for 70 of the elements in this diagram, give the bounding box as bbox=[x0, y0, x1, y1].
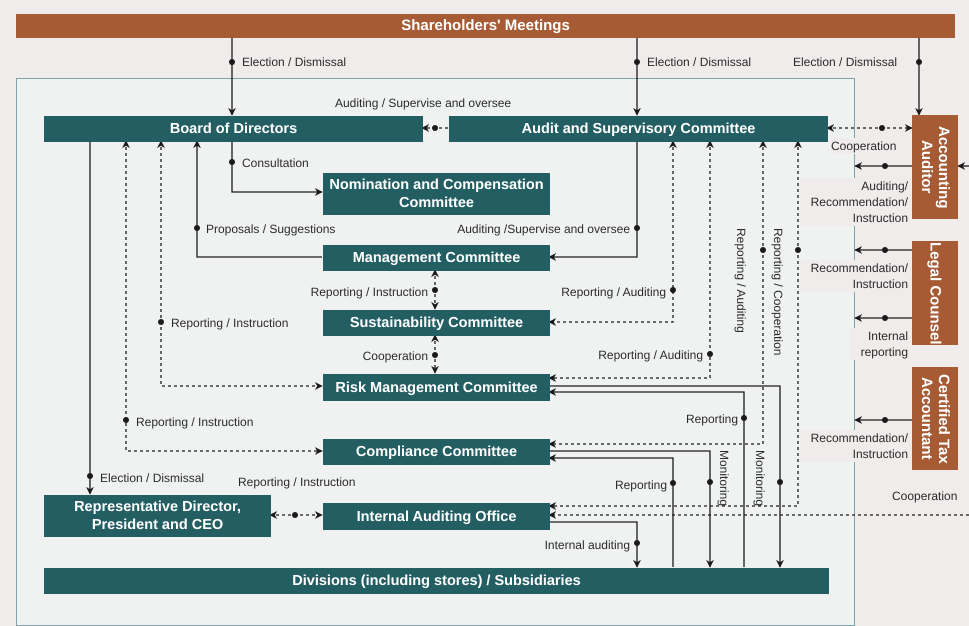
edge-label: Recommendation/ Instruction bbox=[800, 430, 908, 462]
connector bbox=[854, 314, 912, 322]
edge-label: Reporting / Cooperation bbox=[770, 228, 786, 356]
edge-label: Cooperation bbox=[892, 488, 958, 504]
connector bbox=[549, 450, 714, 568]
connector bbox=[157, 140, 323, 390]
connector bbox=[548, 140, 677, 326]
edge-label: Reporting / Auditing bbox=[597, 347, 703, 363]
org-box: Compliance Committee bbox=[323, 439, 550, 465]
org-box: Nomination and Compensation Committee bbox=[323, 173, 550, 215]
edge-label: Reporting / Instruction bbox=[310, 284, 428, 300]
connector bbox=[193, 140, 322, 258]
connector bbox=[915, 38, 923, 116]
org-box: Risk Management Committee bbox=[323, 374, 550, 401]
org-box: Audit and Supervisory Committee bbox=[449, 116, 828, 142]
connector bbox=[122, 140, 323, 455]
edge-label: Election / Dismissal bbox=[647, 54, 752, 70]
edge-label: Auditing /Supervise and oversee bbox=[456, 221, 630, 237]
connector bbox=[431, 334, 439, 374]
connector bbox=[231, 141, 323, 196]
side-box: Legal Counsel bbox=[912, 241, 958, 345]
connector bbox=[854, 416, 912, 424]
edge-label: Cooperation bbox=[362, 348, 428, 364]
edge-label: Election / Dismissal bbox=[793, 54, 898, 70]
edge-label: Reporting bbox=[614, 477, 667, 493]
edge-label: Auditing / Supervise and oversee bbox=[335, 95, 512, 111]
connector bbox=[549, 521, 641, 568]
edge-label: Election / Dismissal bbox=[242, 54, 348, 70]
edge-label: Auditing/ Recommendation/ Instruction bbox=[800, 178, 908, 226]
side-box: Accounting Auditor bbox=[912, 115, 958, 219]
edge-label: Reporting / Auditing bbox=[560, 284, 666, 300]
connector bbox=[548, 388, 745, 567]
org-box: Representative Director, President and CEO bbox=[44, 495, 271, 537]
edge-label: Reporting / Instruction bbox=[171, 315, 290, 331]
edge-label: Internal reporting bbox=[850, 328, 908, 360]
edge-label: Proposals / Suggestions bbox=[206, 221, 336, 237]
connector bbox=[854, 246, 912, 254]
connector bbox=[228, 38, 236, 116]
org-box: Sustainability Committee bbox=[323, 310, 550, 336]
org-box: Divisions (including stores) / Subsidiaries bbox=[44, 568, 829, 594]
edge-label: Reporting / Instruction bbox=[136, 414, 254, 430]
connector bbox=[548, 141, 638, 261]
edge-label: Recommendation/ Instruction bbox=[800, 260, 908, 292]
org-box: Internal Auditing Office bbox=[323, 503, 550, 530]
connector bbox=[86, 141, 94, 495]
side-box: Certified Tax Accountant bbox=[912, 367, 958, 470]
edge-label: Reporting / Auditing bbox=[733, 228, 749, 333]
edge-label: Reporting bbox=[684, 411, 738, 427]
edge-label: Election / Dismissal bbox=[100, 470, 206, 486]
connector bbox=[549, 385, 784, 568]
connector bbox=[548, 140, 767, 448]
connector bbox=[548, 454, 674, 567]
connector bbox=[421, 124, 448, 132]
connector bbox=[854, 162, 912, 170]
edge-label: Monitoring bbox=[752, 450, 768, 506]
edge-label: Monitoring bbox=[716, 450, 732, 506]
connector bbox=[269, 511, 323, 519]
connector bbox=[633, 38, 641, 116]
header-bar: Shareholders' Meetings bbox=[16, 14, 955, 38]
connector bbox=[548, 140, 802, 510]
connector bbox=[548, 140, 714, 382]
edge-label: Internal auditing bbox=[544, 537, 630, 553]
edge-label: Consultation bbox=[242, 155, 310, 171]
connector bbox=[431, 269, 439, 310]
connector bbox=[826, 124, 913, 132]
connector bbox=[548, 511, 969, 519]
org-box: Management Committee bbox=[323, 245, 550, 271]
edge-label: Reporting / Instruction bbox=[238, 474, 356, 490]
connector bbox=[957, 162, 969, 170]
org-box: Board of Directors bbox=[44, 116, 423, 142]
